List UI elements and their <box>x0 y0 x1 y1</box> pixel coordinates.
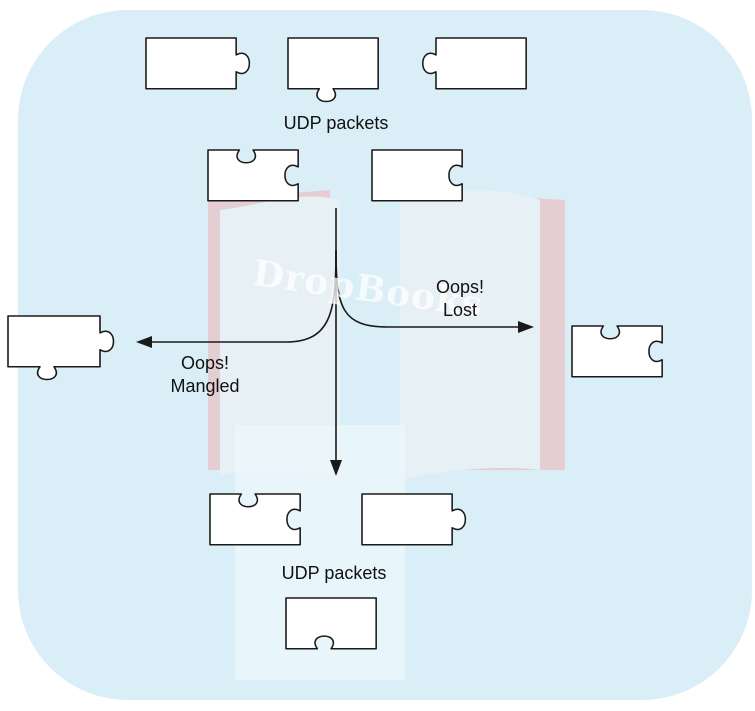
arrow-icon <box>136 208 534 476</box>
top-packet-1 <box>145 37 251 90</box>
middle-packet-2 <box>371 149 463 202</box>
bottom-packets-label: UDP packets <box>281 563 387 583</box>
top-packets-label: UDP packets <box>283 113 389 133</box>
top-packet-3 <box>421 37 527 90</box>
mangled-label: Oops! Mangled <box>170 353 240 396</box>
bottom-packet-2 <box>361 493 467 546</box>
background-panel <box>18 10 752 700</box>
lost-label: Oops! Lost <box>435 277 485 320</box>
